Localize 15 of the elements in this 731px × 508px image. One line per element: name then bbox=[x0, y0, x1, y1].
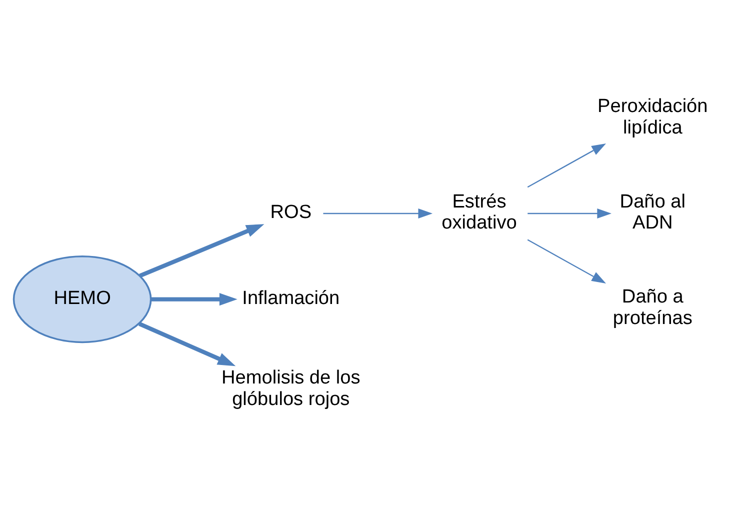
node-text: Inflamación bbox=[242, 288, 340, 309]
node-text: Hemolisis de los glóbulos rojos bbox=[221, 368, 360, 410]
node-ellipse: HEMO bbox=[12, 255, 152, 344]
arrow bbox=[138, 224, 264, 278]
node-text: Daño a proteínas bbox=[612, 286, 692, 330]
node-text: ROS bbox=[270, 202, 312, 223]
arrow bbox=[138, 322, 236, 366]
arrow bbox=[526, 239, 606, 284]
node-text: Estrés oxidativo bbox=[441, 191, 516, 234]
arrow bbox=[150, 293, 237, 306]
arrow bbox=[322, 208, 432, 218]
node-text: Peroxidación lipídica bbox=[597, 96, 708, 138]
arrow bbox=[526, 143, 606, 188]
node-text: Daño al ADN bbox=[619, 191, 686, 234]
arrow bbox=[527, 208, 611, 218]
